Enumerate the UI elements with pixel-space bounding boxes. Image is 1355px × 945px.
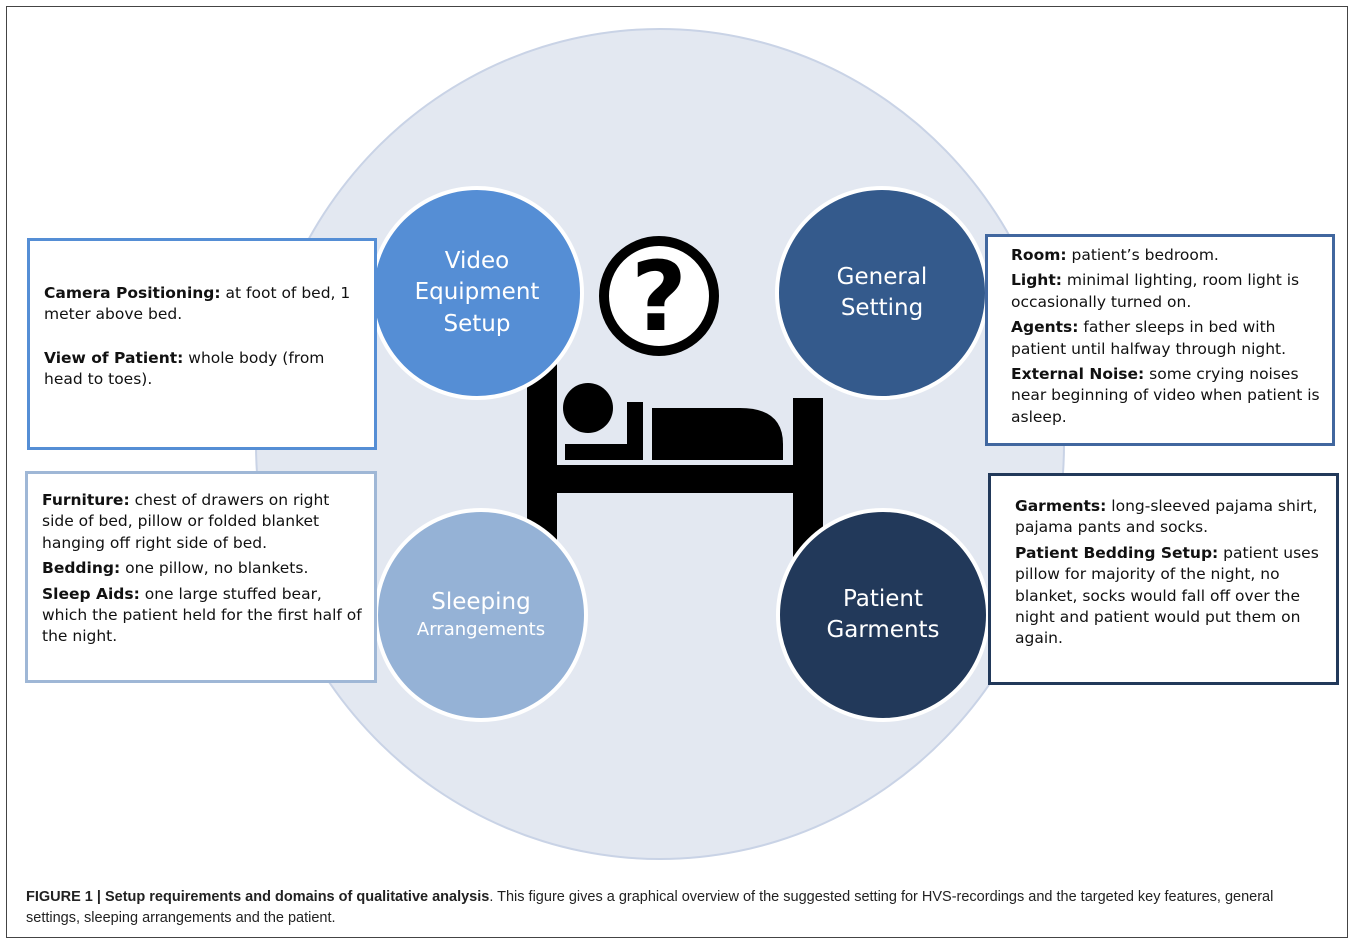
detail-label: Light: [1011,271,1062,290]
detail-item: Furniture: chest of drawers on right sid… [42,490,362,554]
detail-item: Light: minimal lighting, room light is o… [1011,270,1320,313]
blanket-icon [652,408,783,460]
detail-label: Camera Positioning: [44,284,221,302]
domain-general-setting: General Setting [775,186,989,400]
domain-label-line: General [836,263,928,290]
question-mark-icon: ? [631,241,687,353]
question-circle-icon [599,236,719,356]
detail-label: View of Patient: [44,348,184,367]
figure-caption: FIGURE 1 | Setup requirements and domain… [26,887,1326,929]
domain-label-line: Video [444,248,510,275]
detail-label: Room: [1011,246,1067,264]
mattress-icon [555,465,795,493]
detail-text: patient uses pillow for majority of the … [1015,543,1319,648]
detail-text: one large stuffed bear, which the patien… [42,584,362,646]
video-setup-details-box: Camera Positioning: at foot of bed, 1 me… [27,238,377,450]
detail-label: Furniture: [42,491,130,509]
detail-item: Patient Bedding Setup: patient uses pill… [1015,543,1324,650]
domain-label-line: Garments [826,617,940,643]
detail-text: chest of drawers on right side of bed, p… [42,491,330,552]
detail-label: Sleep Aids: [42,584,140,603]
detail-item: Room: patient’s bedroom. [1011,245,1320,266]
patient-arm-icon [565,402,643,460]
detail-item: External Noise: some crying noises near … [1011,364,1320,428]
detail-text: some crying noises near beginning of vid… [1011,364,1320,426]
general-setting-details-box: Room: patient’s bedroom. Light: minimal … [985,234,1335,446]
detail-label: Garments: [1015,497,1107,515]
background-circle [255,28,1065,860]
sleeping-arrangements-details-box: Furniture: chest of drawers on right sid… [25,471,377,683]
detail-text: whole body (from head to toes). [44,348,325,389]
detail-item: Garments: long-sleeved pajama shirt, paj… [1015,496,1324,539]
domain-video-equipment-setup: Video Equipment Setup [370,186,584,400]
detail-text: father sleeps in bed with patient until … [1011,318,1287,358]
caption-title: FIGURE 1 | Setup requirements and domain… [26,889,490,905]
detail-label: Patient Bedding Setup: [1015,543,1219,562]
detail-item: Agents: father sleeps in bed with patien… [1011,317,1320,360]
patient-head-icon [563,383,613,433]
domain-label-line: Setup [443,310,511,337]
detail-item: Sleep Aids: one large stuffed bear, whic… [42,584,362,648]
domain-sleeping-arrangements: Sleeping Arrangements [374,508,588,722]
domain-label-line: Patient [842,585,924,612]
detail-item: Bedding: one pillow, no blankets. [42,558,362,579]
detail-text: patient’s bedroom. [1066,246,1219,264]
caption-text: . This figure gives a graphical overview… [26,889,1274,927]
detail-text: at foot of bed, 1 meter above bed. [44,284,351,324]
domain-label-line: Setting [840,295,924,321]
domain-patient-garments: Patient Garments [776,508,990,722]
figure-frame [6,6,1348,938]
domain-label-line: Sleeping [431,589,531,616]
detail-label: External Noise: [1011,364,1145,383]
detail-text: long-sleeved pajama shirt, pajama pants … [1015,497,1318,537]
detail-item: View of Patient: whole body (from head t… [44,348,360,391]
detail-text: minimal lighting, room light is occasion… [1011,271,1300,311]
detail-label: Agents: [1011,318,1079,337]
domain-label-line: Equipment [414,279,540,306]
detail-item: Camera Positioning: at foot of bed, 1 me… [44,283,360,326]
patient-garments-details-box: Garments: long-sleeved pajama shirt, paj… [988,473,1339,685]
domain-label-line: Arrangements [416,619,546,641]
detail-label: Bedding: [42,559,121,578]
detail-text: one pillow, no blankets. [120,559,309,578]
